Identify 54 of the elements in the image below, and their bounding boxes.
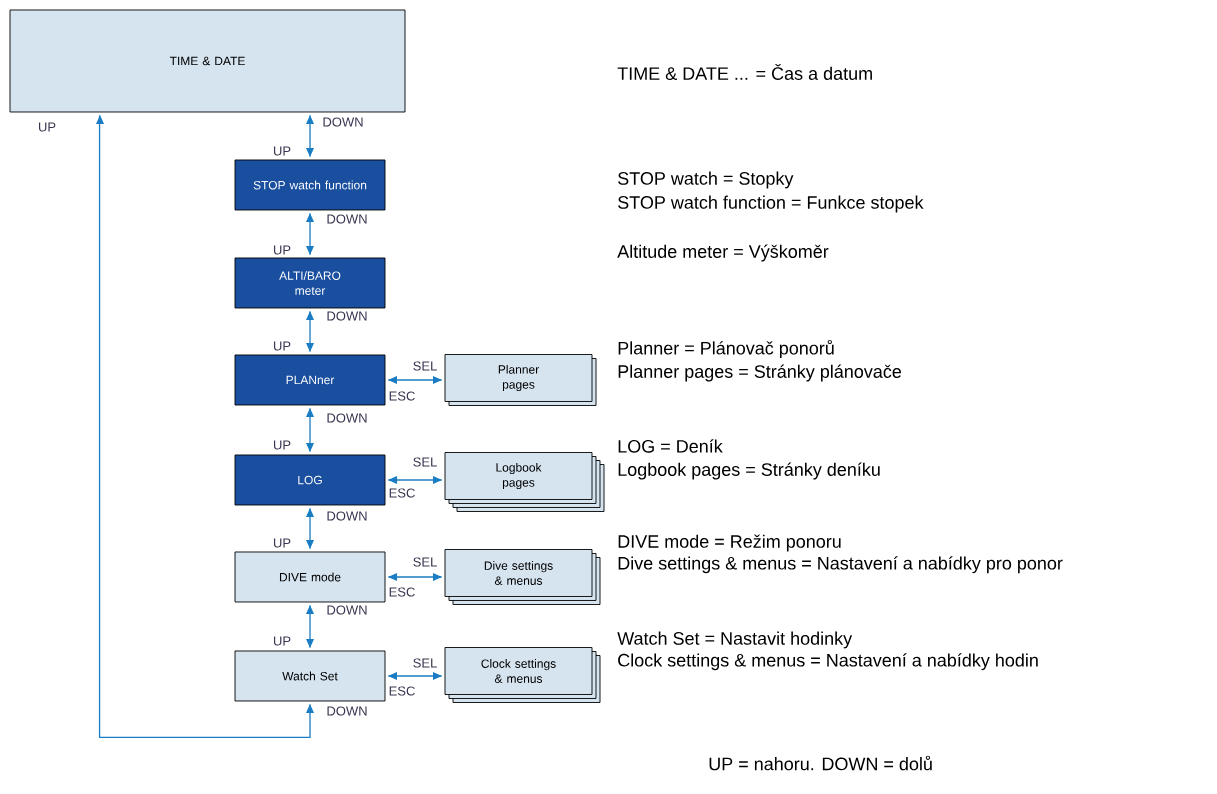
key-label: SEL — [413, 361, 437, 371]
stacked-pages-box: Dive settings & menus — [444, 549, 601, 605]
key-label: ESC — [389, 391, 415, 401]
arrow — [387, 376, 443, 384]
key-label: UP — [274, 636, 291, 646]
translation-text: STOP watch = Stopky — [618, 171, 794, 189]
stacked-pages-box: Clock settings & menus — [444, 647, 601, 703]
key-label: UP — [274, 245, 291, 255]
key-label: UP — [274, 440, 291, 450]
mode-box: DIVE mode — [234, 551, 386, 603]
arrow — [306, 114, 314, 158]
arrow — [306, 604, 314, 649]
stacked-pages-box: Planner pages — [444, 354, 597, 406]
main-screen-box: TIME & DATE — [9, 9, 406, 113]
translation-text: DIVE mode = Režim ponoru — [618, 534, 841, 552]
key-label: UP — [274, 341, 291, 351]
key-label: DOWN — [327, 511, 367, 521]
arrow — [306, 212, 314, 256]
arrow — [306, 310, 314, 353]
translation-text: Watch Set = Nastavit hodinky — [617, 631, 853, 649]
mode-box: PLANner — [234, 354, 386, 406]
mode-box: ALTI/BARO meter — [234, 257, 386, 309]
stacked-pages-box: Logbook pages — [444, 452, 605, 512]
key-label: DOWN — [327, 605, 367, 615]
translation-text: Planner = Plánovač ponorů — [618, 339, 834, 359]
arrow — [387, 573, 443, 581]
key-label: ESC — [389, 488, 415, 498]
key-label: UP — [274, 146, 291, 156]
key-label: DOWN — [323, 117, 363, 127]
arrow — [387, 476, 443, 484]
key-label: UP — [274, 538, 291, 548]
mode-box: Watch Set — [234, 650, 386, 702]
translation-text: TIME & DATE ... = Čas a datum — [617, 64, 872, 80]
arrow — [387, 672, 443, 680]
arrow — [96, 114, 314, 739]
key-label: DOWN — [327, 413, 367, 423]
translation-text: LOG = Deník — [618, 439, 723, 453]
translation-text: Clock settings & menus = Nastavení a nabídky hodin — [618, 653, 1038, 671]
translation-text: STOP watch function = Funkce stopek — [618, 195, 924, 213]
arrow — [306, 407, 314, 453]
translation-text: Altitude meter = Výškoměr — [617, 244, 829, 262]
key-label: ESC — [389, 587, 415, 597]
key-label: SEL — [413, 557, 437, 567]
key-label: DOWN — [327, 311, 367, 321]
key-label: SEL — [413, 457, 437, 467]
translation-text: Dive settings & menus = Nastavení a nabídky pro ponor — [618, 556, 1063, 574]
mode-box: STOP watch function — [234, 159, 386, 211]
translation-text: Planner pages = Stránky plánovače — [618, 364, 902, 382]
key-label: DOWN — [327, 214, 367, 224]
arrow — [306, 507, 314, 550]
key-label: SEL — [413, 658, 437, 668]
key-label: ESC — [389, 686, 415, 696]
mode-box: LOG — [234, 454, 386, 506]
translation-text: UP = nahoru. DOWN = dolů — [709, 755, 932, 771]
